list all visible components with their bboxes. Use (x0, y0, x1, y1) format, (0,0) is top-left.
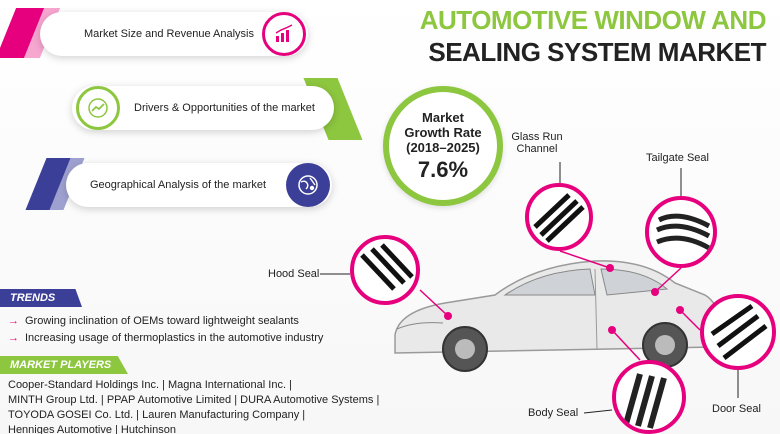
trends-list: → Growing inclination of OEMs toward lig… (8, 313, 388, 347)
growth-label-3: (2018–2025) (406, 139, 480, 155)
growth-value: 7.6% (417, 156, 469, 182)
body-seal-label: Body Seal (528, 407, 579, 419)
hood-seal-image (350, 235, 420, 305)
title-line-2: SEALING SYSTEM MARKET (428, 37, 766, 67)
seal-label-text: Glass Run (511, 131, 563, 143)
market-players-header: MARKET PLAYERS (0, 356, 128, 374)
trends-header: TRENDS (0, 289, 82, 307)
trend-line-icon (76, 86, 120, 130)
bar-chart-icon (262, 12, 306, 56)
arrow-right-icon: → (8, 315, 19, 327)
tailgate-seal-image (645, 196, 717, 268)
trend-text: Increasing usage of thermoplastics in th… (25, 332, 324, 344)
trend-text: Growing inclination of OEMs toward light… (25, 315, 299, 327)
car-illustration (394, 260, 720, 372)
door-seal-image (700, 294, 776, 370)
players-line: Henniges Automotive | Hutchinson (8, 424, 176, 434)
glass-run-channel-seal-image (525, 183, 593, 251)
growth-label-2: Growth Rate (404, 124, 482, 140)
players-line: Cooper-Standard Holdings Inc. | Magna In… (8, 379, 292, 391)
banner-label: Drivers & Opportunities of the market (134, 102, 315, 114)
body-seal-image (612, 360, 686, 434)
hood-seal-label: Hood Seal (268, 268, 320, 280)
door-seal-label: Door Seal (712, 403, 761, 415)
title-line-1: AUTOMOTIVE WINDOW AND (419, 5, 767, 35)
seal-label-text: Channel (516, 143, 558, 155)
arrow-right-icon: → (8, 332, 19, 344)
market-players-list: Cooper-Standard Holdings Inc. | Magna In… (8, 378, 408, 434)
tailgate-seal-label: Tailgate Seal (646, 152, 709, 164)
page-title: AUTOMOTIVE WINDOW AND SEALING SYSTEM MAR… (419, 4, 767, 68)
list-item: → Growing inclination of OEMs toward lig… (8, 313, 388, 330)
banner-label: Market Size and Revenue Analysis (84, 28, 254, 40)
players-line: MINTH Group Ltd. | PPAP Automotive Limit… (8, 394, 380, 406)
globe-icon (286, 163, 330, 207)
list-item: → Increasing usage of thermoplastics in … (8, 330, 388, 347)
growth-label-1: Market (422, 109, 464, 125)
players-line: TOYODA GOSEI Co. Ltd. | Lauren Manufactu… (8, 409, 306, 421)
growth-rate-badge: Market Growth Rate (2018–2025) 7.6% (383, 86, 503, 206)
banner-label: Geographical Analysis of the market (90, 179, 267, 191)
glass-run-channel-label: Glass Run Channel (505, 131, 569, 155)
